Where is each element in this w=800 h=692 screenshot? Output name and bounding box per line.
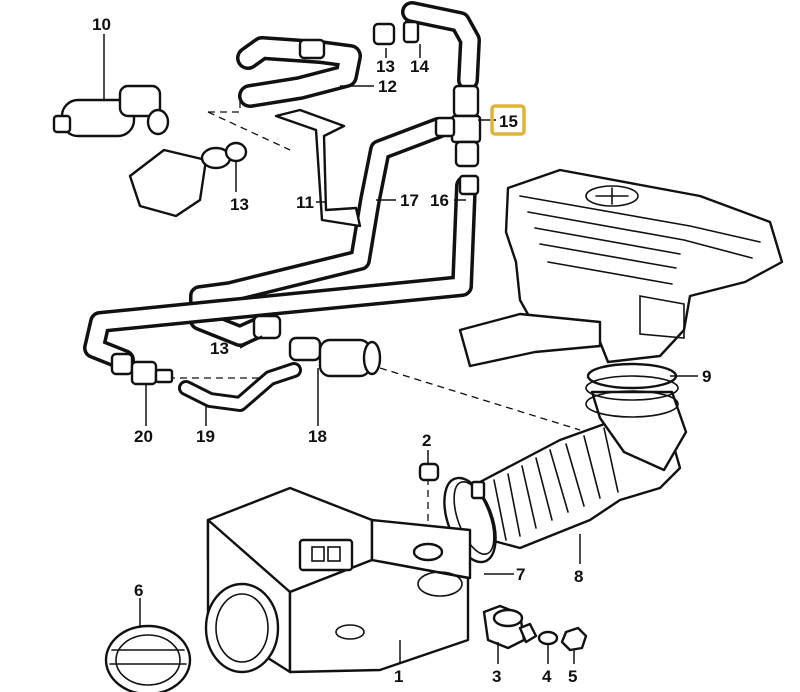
cap-part: [418, 462, 440, 482]
vacuum-hoses: [83, 1, 481, 412]
callout-16: 16: [430, 191, 449, 210]
callout-19: 19: [196, 427, 215, 446]
callout-13: 13: [230, 195, 249, 214]
callout-17: 17: [400, 191, 419, 210]
air-flow-meter: [204, 486, 472, 674]
callout-9: 9: [702, 367, 711, 386]
sensor-and-fasteners: [482, 604, 588, 652]
callout-12: 12: [378, 77, 397, 96]
callout-4: 4: [542, 667, 552, 686]
callout-20: 20: [134, 427, 153, 446]
rubber-mount: [128, 141, 248, 218]
callout-14: 14: [410, 57, 429, 76]
callout-18: 18: [308, 427, 327, 446]
highlight-box: [490, 104, 526, 136]
callout-13: 13: [376, 57, 395, 76]
leader-lines: [103, 34, 698, 664]
idle-valve: [52, 84, 170, 138]
tee-connector: [434, 84, 482, 196]
callout-11: 11: [296, 193, 314, 212]
callout-6: 6: [134, 581, 143, 600]
intake-boot: [478, 362, 688, 550]
sealing-ring: [104, 624, 192, 692]
connector-part: [110, 352, 174, 386]
callout-5: 5: [568, 667, 577, 686]
check-valve: [288, 336, 382, 378]
air-filter-housing: [458, 168, 784, 368]
callout-labels: 10 13 14 12 15 13 11 17 16 13 9 20 19 18…: [92, 15, 711, 686]
hose-clips: [252, 20, 420, 340]
mounting-bracket: [274, 108, 362, 228]
callout-13: 13: [210, 339, 229, 358]
callout-7: 7: [516, 565, 525, 584]
callout-8: 8: [574, 567, 583, 586]
callout-3: 3: [492, 667, 501, 686]
callout-15: 15: [499, 112, 518, 131]
callout-2: 2: [422, 431, 431, 450]
callout-1: 1: [394, 667, 403, 686]
callout-10: 10: [92, 15, 111, 34]
